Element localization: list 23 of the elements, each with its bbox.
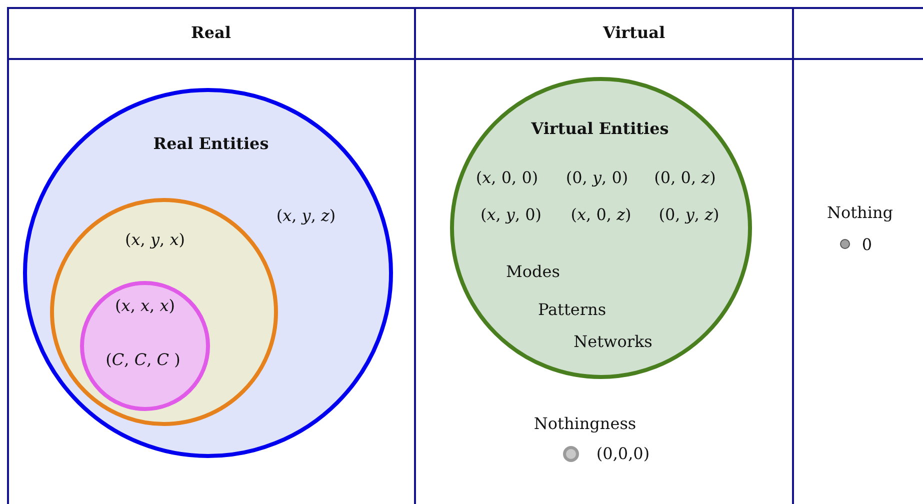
set-element-label: Networks xyxy=(574,333,652,351)
set-title: Virtual Entities xyxy=(531,120,669,138)
set-element-label: (0, y, z) xyxy=(658,206,720,224)
set-element-label: Modes xyxy=(506,263,560,281)
point-caption: Nothingness xyxy=(534,415,636,433)
set-element-label: (0, 0, z) xyxy=(654,169,716,187)
set-element-label: (x, 0, 0) xyxy=(476,169,538,187)
set-title: Real Entities xyxy=(153,135,269,153)
set-element-label: (x, x, x) xyxy=(115,297,175,315)
point-value: (0,0,0) xyxy=(596,445,650,463)
set-element-label: (x, 0, z) xyxy=(570,206,632,224)
point-caption: Nothing xyxy=(826,204,894,222)
point-marker xyxy=(563,446,579,462)
column-header: Virtual xyxy=(602,24,666,42)
set-element-label: (x, y, 0) xyxy=(480,206,542,224)
point-value: 0 xyxy=(862,236,872,254)
set-element-label: (0, y, 0) xyxy=(566,169,628,187)
point-marker xyxy=(840,239,850,249)
set-element-label: (x, y, x) xyxy=(125,231,185,249)
set-element-label: Patterns xyxy=(538,301,606,319)
set-element-label: (C, C, C ) xyxy=(106,351,180,369)
set-element-label: (x, y, z) xyxy=(276,207,336,225)
column-header: Real xyxy=(191,24,231,42)
